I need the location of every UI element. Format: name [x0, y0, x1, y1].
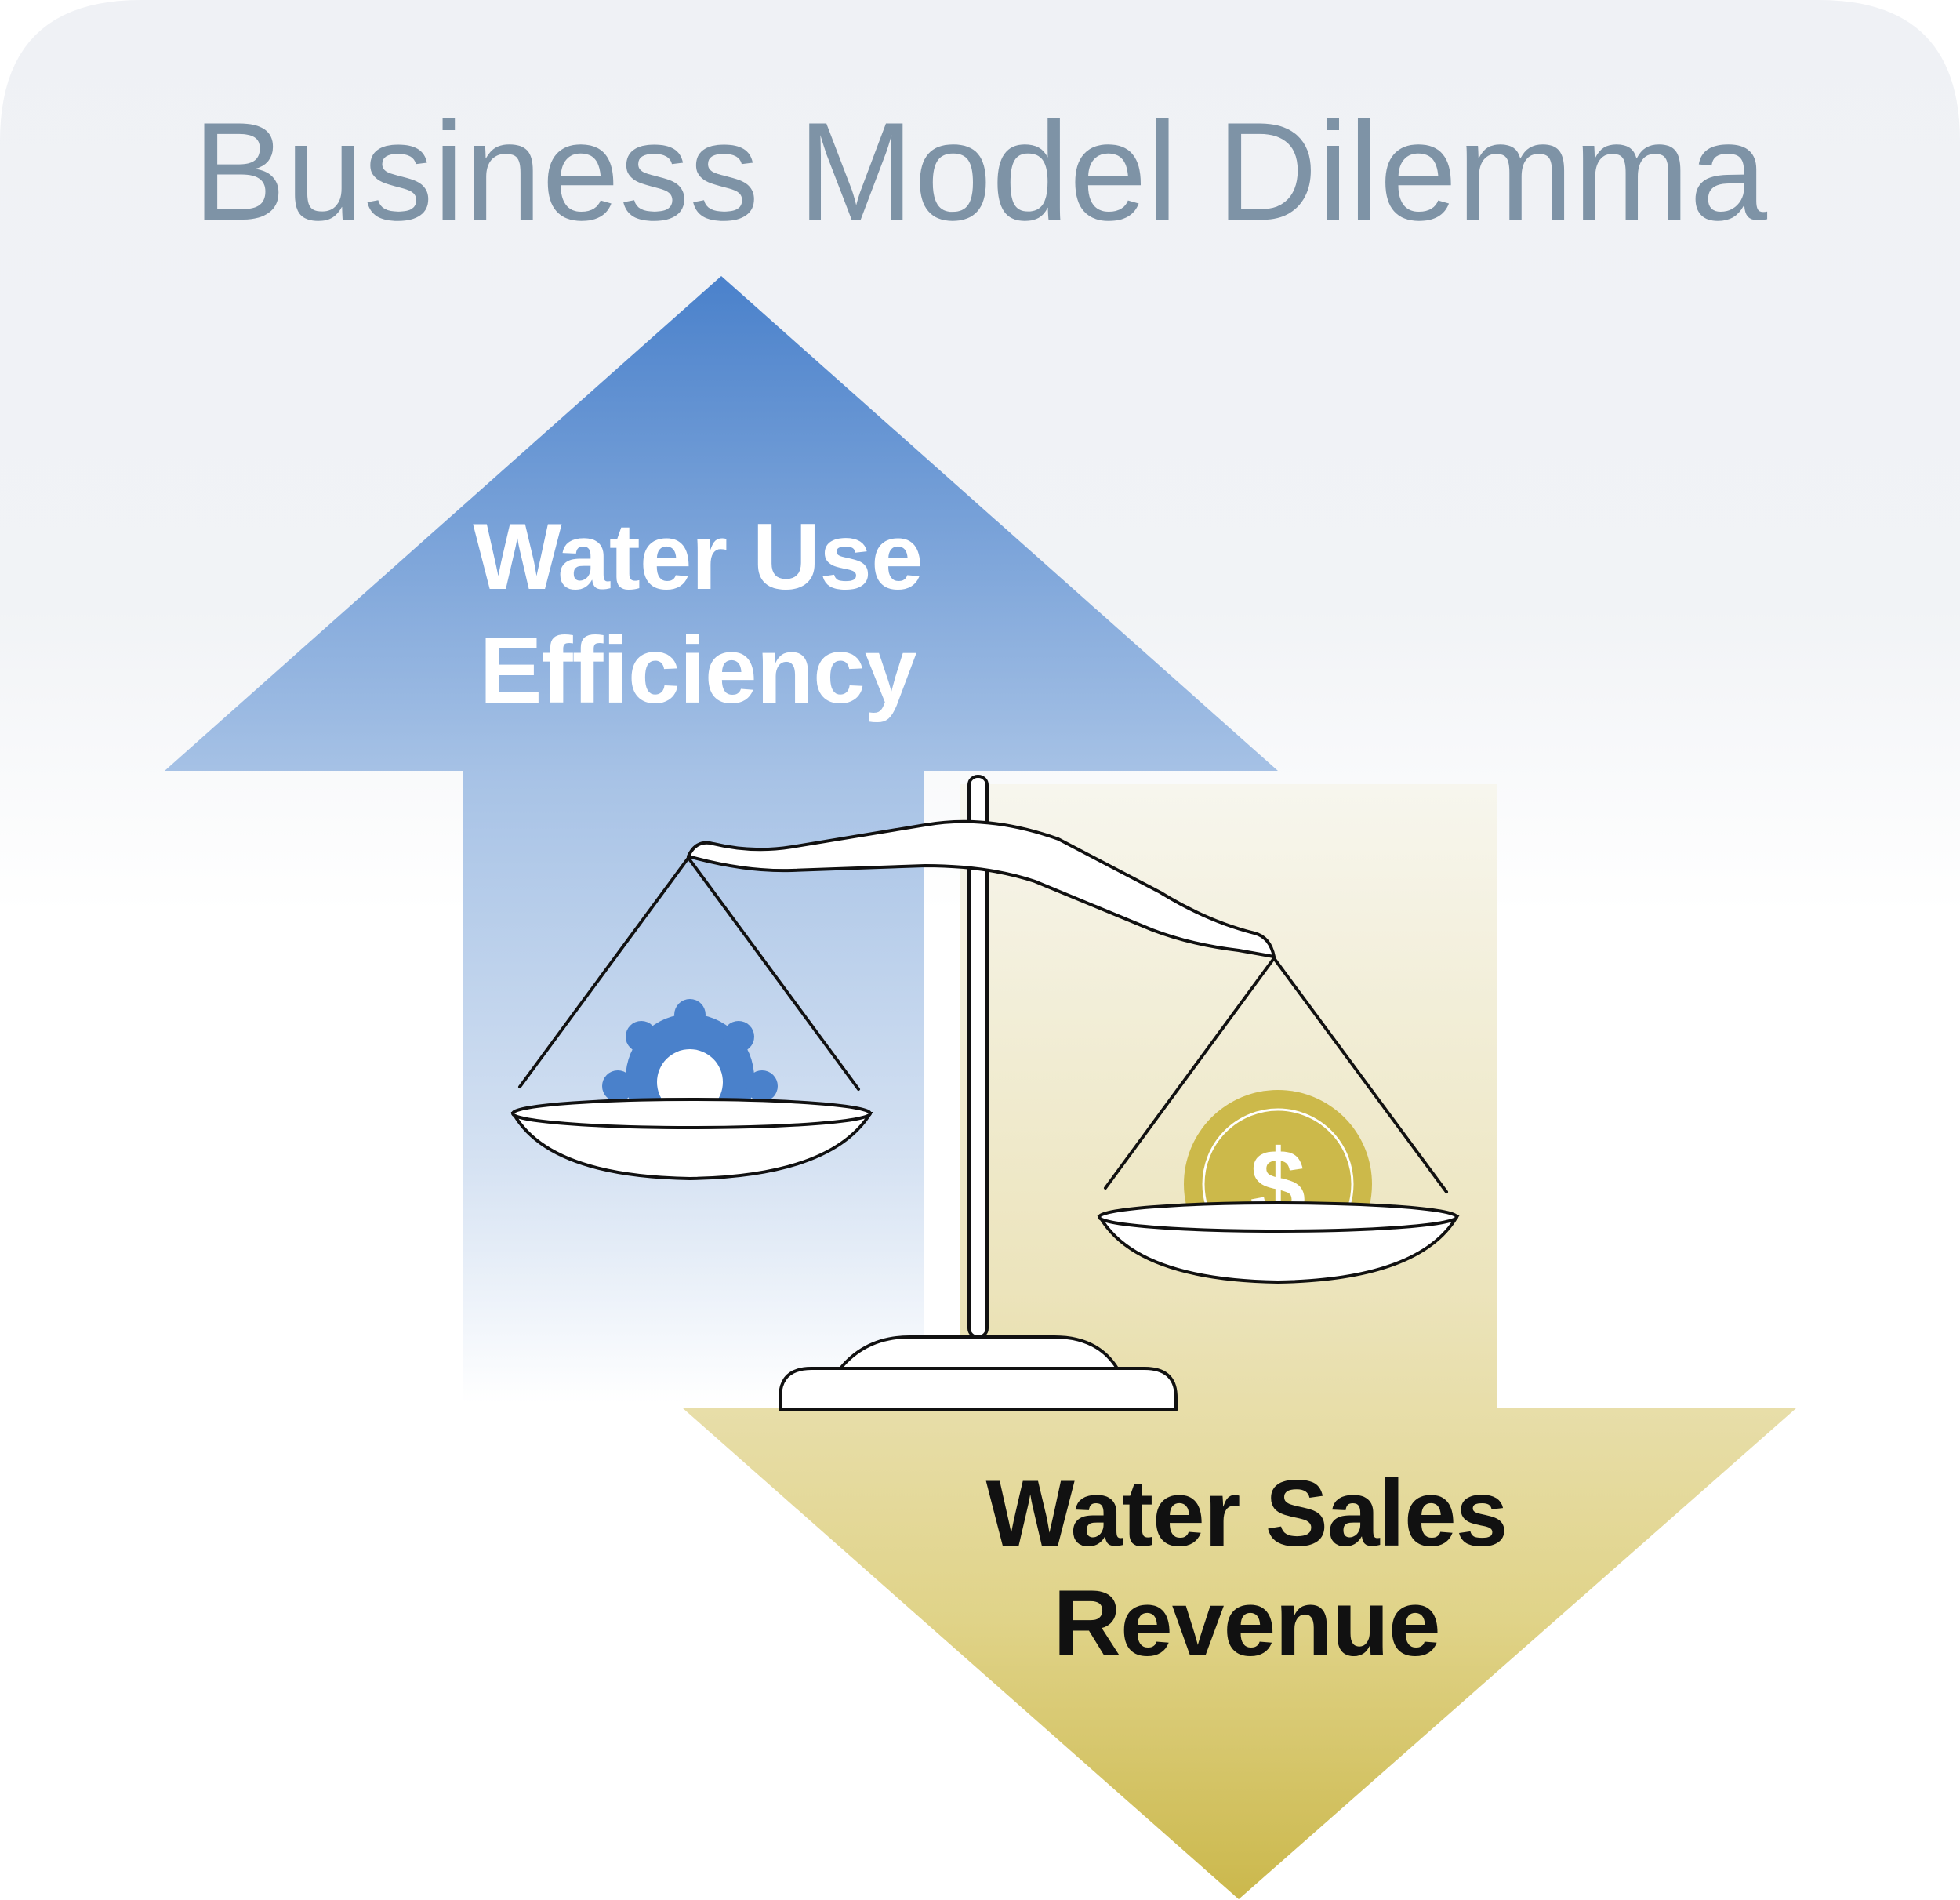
left-string-inner: [687, 856, 860, 1091]
right-string-inner: [1272, 957, 1448, 1193]
right-pan-bowl: [1097, 1215, 1460, 1284]
left-pan-group: [510, 999, 873, 1181]
left-string-outer: [518, 856, 690, 1088]
right-string-outer: [1104, 957, 1276, 1190]
left-pan-bowl: [510, 1112, 873, 1181]
diagram-title: Business Model Dilemma: [192, 93, 1768, 249]
down-arrow-label-line-2: Revenue: [1053, 1571, 1440, 1676]
scale-base: [779, 1367, 1178, 1411]
scale-beam: [687, 819, 1276, 958]
scale-base-dome: [839, 1335, 1119, 1370]
up-arrow-label-line-1: Water Use: [473, 504, 923, 609]
balance-scale-icon: [518, 775, 1448, 1411]
down-arrow-label-line-1: Water Sales: [985, 1461, 1508, 1566]
right-pan-rim: [1098, 1201, 1458, 1233]
down-arrow: [682, 784, 1797, 1899]
left-pan-rim: [511, 1098, 872, 1129]
up-arrow: [165, 276, 1278, 1404]
right-pan-group: $: [1097, 1090, 1460, 1284]
up-arrow-label-line-2: Efficiency: [479, 618, 917, 723]
